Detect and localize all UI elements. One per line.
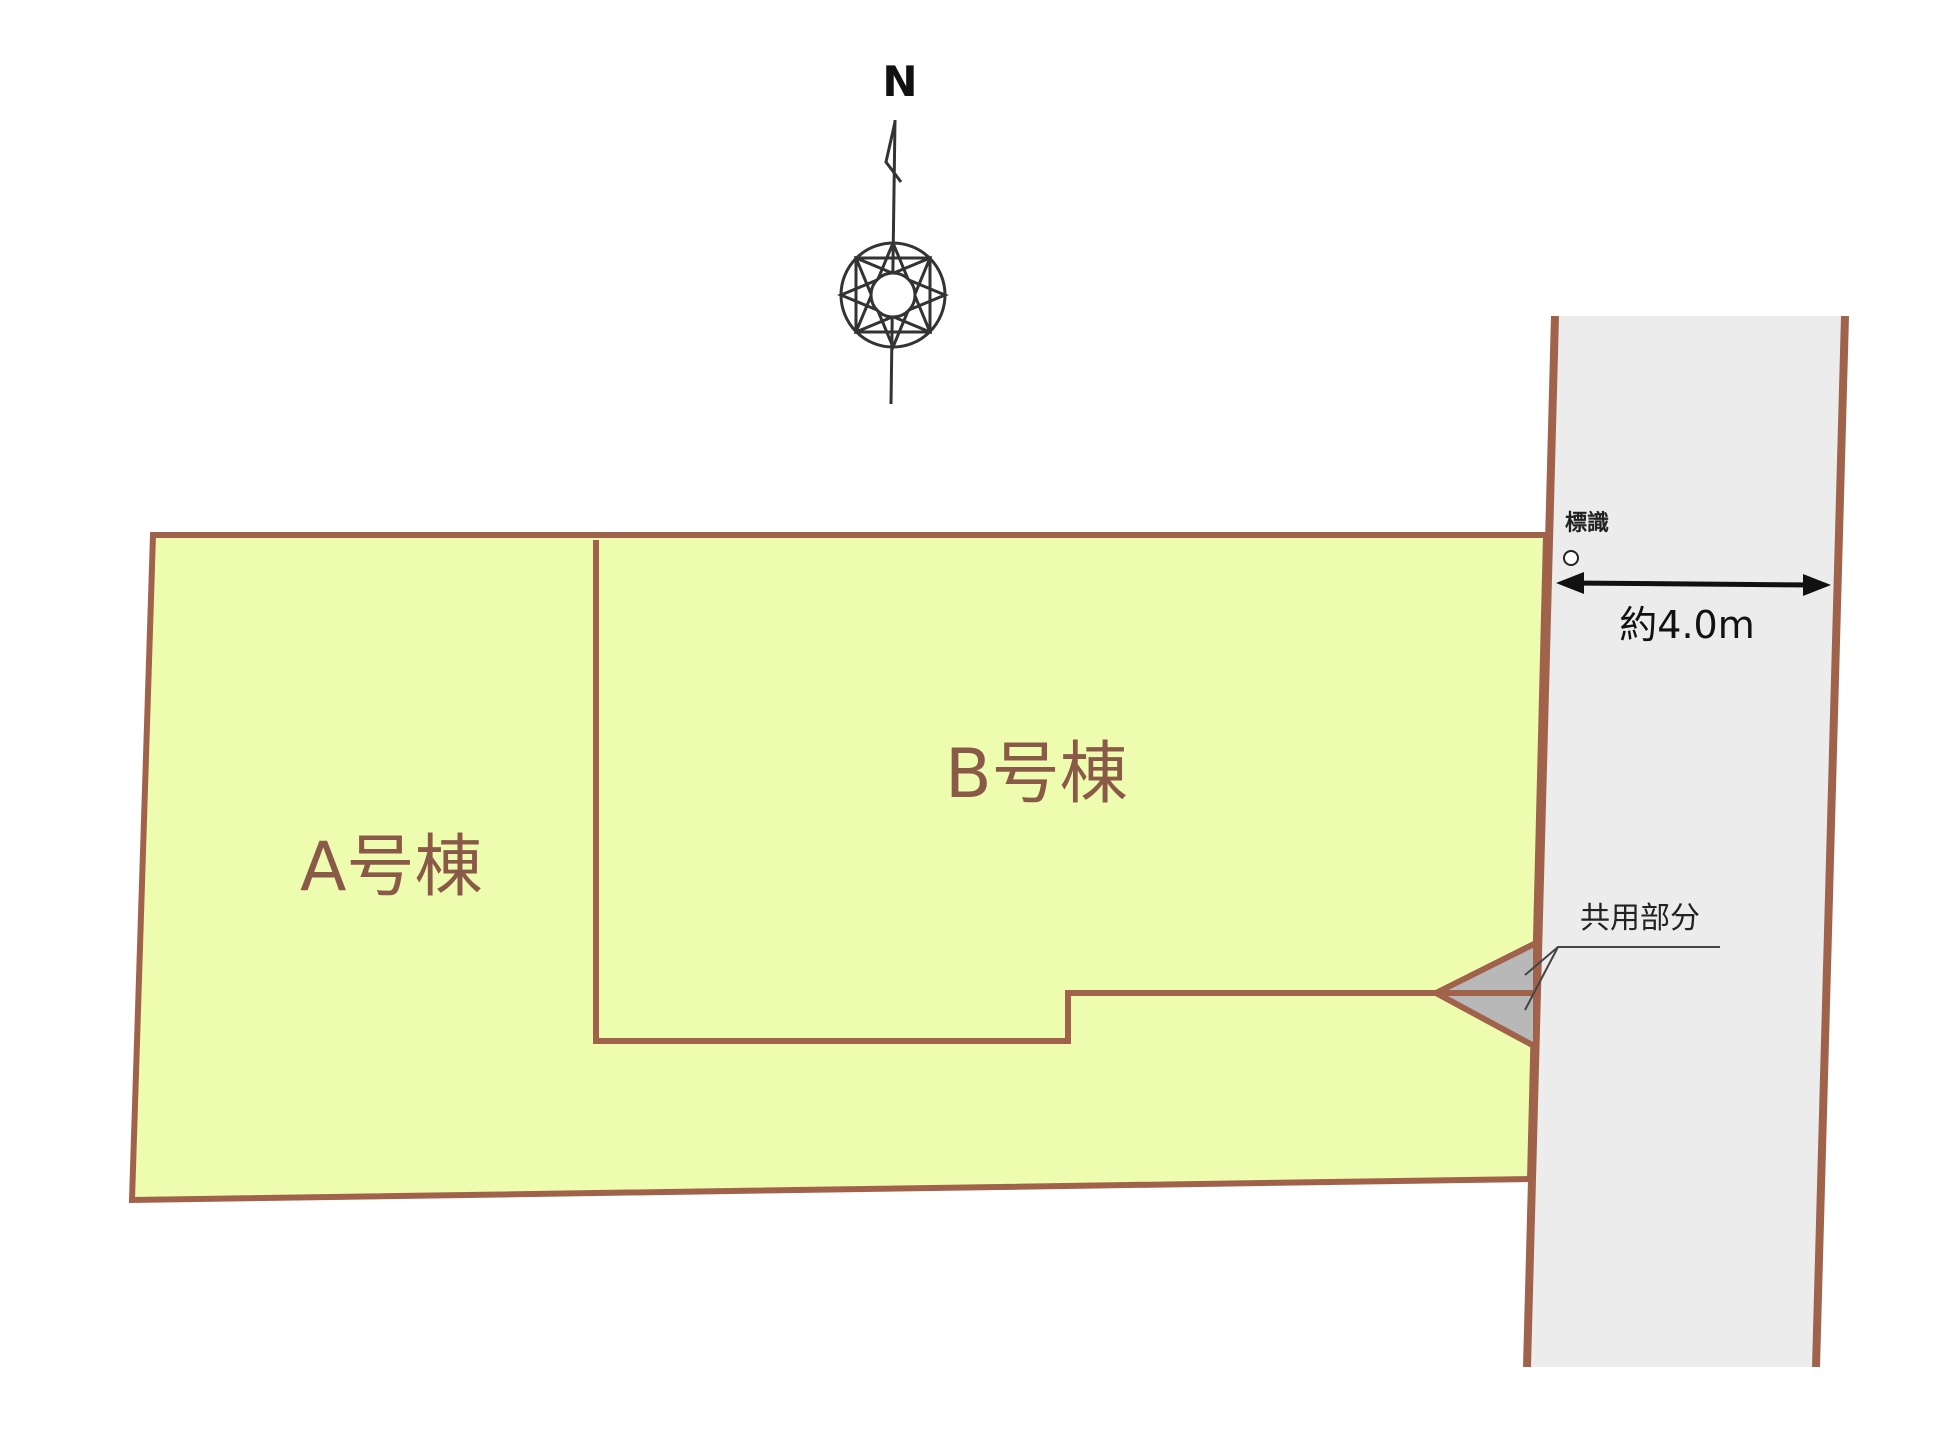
lot-a-label: A号棟 — [300, 828, 483, 907]
shared-leader-2 — [1524, 946, 1559, 1011]
north-arrow-icon — [837, 119, 949, 405]
site-lot — [128, 532, 1550, 1204]
width-dimension-arrow — [1556, 572, 1831, 596]
shared-label: 共用部分 — [1580, 901, 1700, 936]
marker-label: 標識 — [1565, 510, 1609, 536]
lot-b-label: B号棟 — [945, 735, 1128, 814]
marker-icon — [1563, 550, 1579, 566]
north-label: N — [882, 57, 917, 106]
road-edge-right — [1812, 315, 1849, 1368]
lot-b-boundary — [593, 540, 1436, 1044]
road — [1527, 316, 1845, 1367]
road-width-label: 約4.0m — [1619, 603, 1754, 647]
